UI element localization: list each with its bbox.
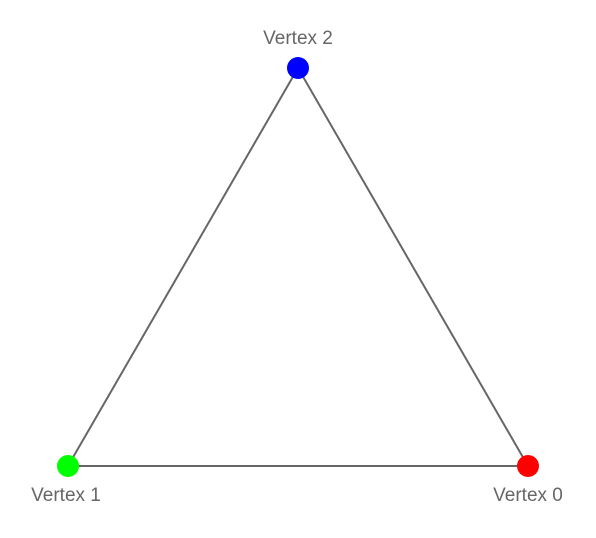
- triangle-edges: [67, 67, 529, 467]
- vertex-0-dot: [517, 455, 539, 477]
- vertex-0-label: Vertex 0: [493, 485, 563, 506]
- vertex-1-label: Vertex 1: [31, 485, 101, 506]
- vertex-2-dot: [287, 57, 309, 79]
- vertex-2-label: Vertex 2: [263, 28, 333, 49]
- edge-vertex-2-to-vertex-0: [297, 67, 529, 467]
- edge-vertex-1-to-vertex-2: [67, 67, 299, 467]
- triangle-vertices: [57, 57, 539, 477]
- vertex-labels: Vertex 0 Vertex 1 Vertex 2: [31, 28, 563, 506]
- vertex-1-dot: [57, 455, 79, 477]
